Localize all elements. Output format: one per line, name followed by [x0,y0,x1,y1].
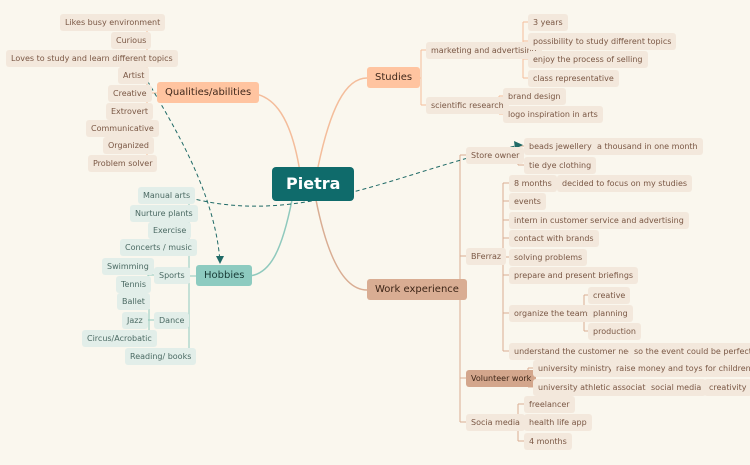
quality-item[interactable]: Artist [118,67,150,84]
work-item[interactable]: understand the customer needs [509,343,648,360]
studies-branch[interactable]: Studies [367,67,421,88]
quality-item[interactable]: Problem solver [88,155,158,172]
hobby-item[interactable]: Tennis [116,276,151,293]
qualities-branch[interactable]: Qualities/abilities [157,82,260,103]
work-item[interactable]: freelancer [524,396,575,413]
work-item[interactable]: raise money and toys for children [611,360,750,377]
artist-to-hobbies-dashed [143,74,221,263]
root-to-qualities-line [246,92,301,173]
quality-item[interactable]: Organized [103,137,154,154]
work-item[interactable]: health life app [524,414,592,431]
study-item[interactable]: 3 years [528,14,568,31]
hobby-item[interactable]: Reading/ books [125,348,197,365]
hobbies-branch[interactable]: Hobbies [196,265,253,286]
quality-item[interactable]: Creative [108,85,152,102]
bferraz-bracket [498,183,504,351]
work-item[interactable]: organize the teams [509,305,597,322]
work-item[interactable]: beads jewellery [524,138,597,155]
work-item[interactable]: 4 months [524,433,572,450]
work-store-owner[interactable]: Store owner [466,147,525,164]
work-item[interactable]: university ministry [533,360,618,377]
work-item[interactable]: social media [646,379,707,396]
hobby-item[interactable]: Concerts / music [120,239,197,256]
hobby-item[interactable]: Circus/Acrobatic [82,330,157,347]
quality-item[interactable]: Likes busy environment [60,14,166,31]
study-item[interactable]: marketing and advertising [426,42,542,59]
study-item[interactable]: scientific research [426,97,509,114]
root-to-work-line [315,199,368,291]
work-item[interactable]: events [509,193,546,210]
hobby-item[interactable]: Jazz [122,312,148,329]
root-to-studies-line [317,77,368,168]
hobby-sports[interactable]: Sports [154,267,190,284]
work-item[interactable]: production [588,323,641,340]
quality-item[interactable]: Loves to study and learn different topic… [6,50,178,67]
dashed-arrowhead [216,256,224,264]
work-volunteer[interactable]: Volunteer work [466,370,537,387]
work-item[interactable]: creativity [704,379,750,396]
work-item[interactable]: creative [588,287,631,304]
work-item[interactable]: intern in customer service and advertisi… [509,212,689,229]
sports-bracket [145,265,154,285]
study-item[interactable]: class representative [528,70,619,87]
study-item[interactable]: logo inspiration in arts [503,106,603,123]
work-item[interactable]: university athletic association [533,379,663,396]
hobby-item[interactable]: Ballet [117,293,150,310]
quality-item[interactable]: Curious [111,32,152,49]
work-item[interactable]: prepare and present briefings [509,267,639,284]
hobby-item[interactable]: Nurture plants [130,205,198,222]
work-item[interactable]: contact with brands [509,230,599,247]
hobby-item[interactable]: Manual arts [138,187,196,204]
work-item[interactable]: solving problems [509,249,588,266]
work-item[interactable]: tie dye clothing [524,157,597,174]
root-to-hobbies-line [246,199,293,277]
work-bferraz[interactable]: BFerraz [466,248,507,265]
hobby-item[interactable]: Exercise [148,222,192,239]
work-item[interactable]: a thousand in one month [592,138,703,155]
work-item[interactable]: decided to focus on my studies [557,175,693,192]
root-node[interactable]: Pietra [272,167,355,201]
quality-item[interactable]: Communicative [86,120,159,137]
hobby-item[interactable]: Swimming [102,258,154,275]
study-item[interactable]: brand design [503,88,566,105]
work-item[interactable]: so the event could be perfect [629,343,750,360]
work-branch[interactable]: Work experience [367,279,467,300]
study-item[interactable]: enjoy the process of selling [528,51,648,68]
work-item[interactable]: 8 months [509,175,557,192]
work-item[interactable]: planning [588,305,633,322]
hobby-dance[interactable]: Dance [154,312,190,329]
quality-item[interactable]: Extrovert [106,103,154,120]
study-item[interactable]: possibility to study different topics [528,33,677,50]
work-social-media[interactable]: Socia media [466,414,525,431]
